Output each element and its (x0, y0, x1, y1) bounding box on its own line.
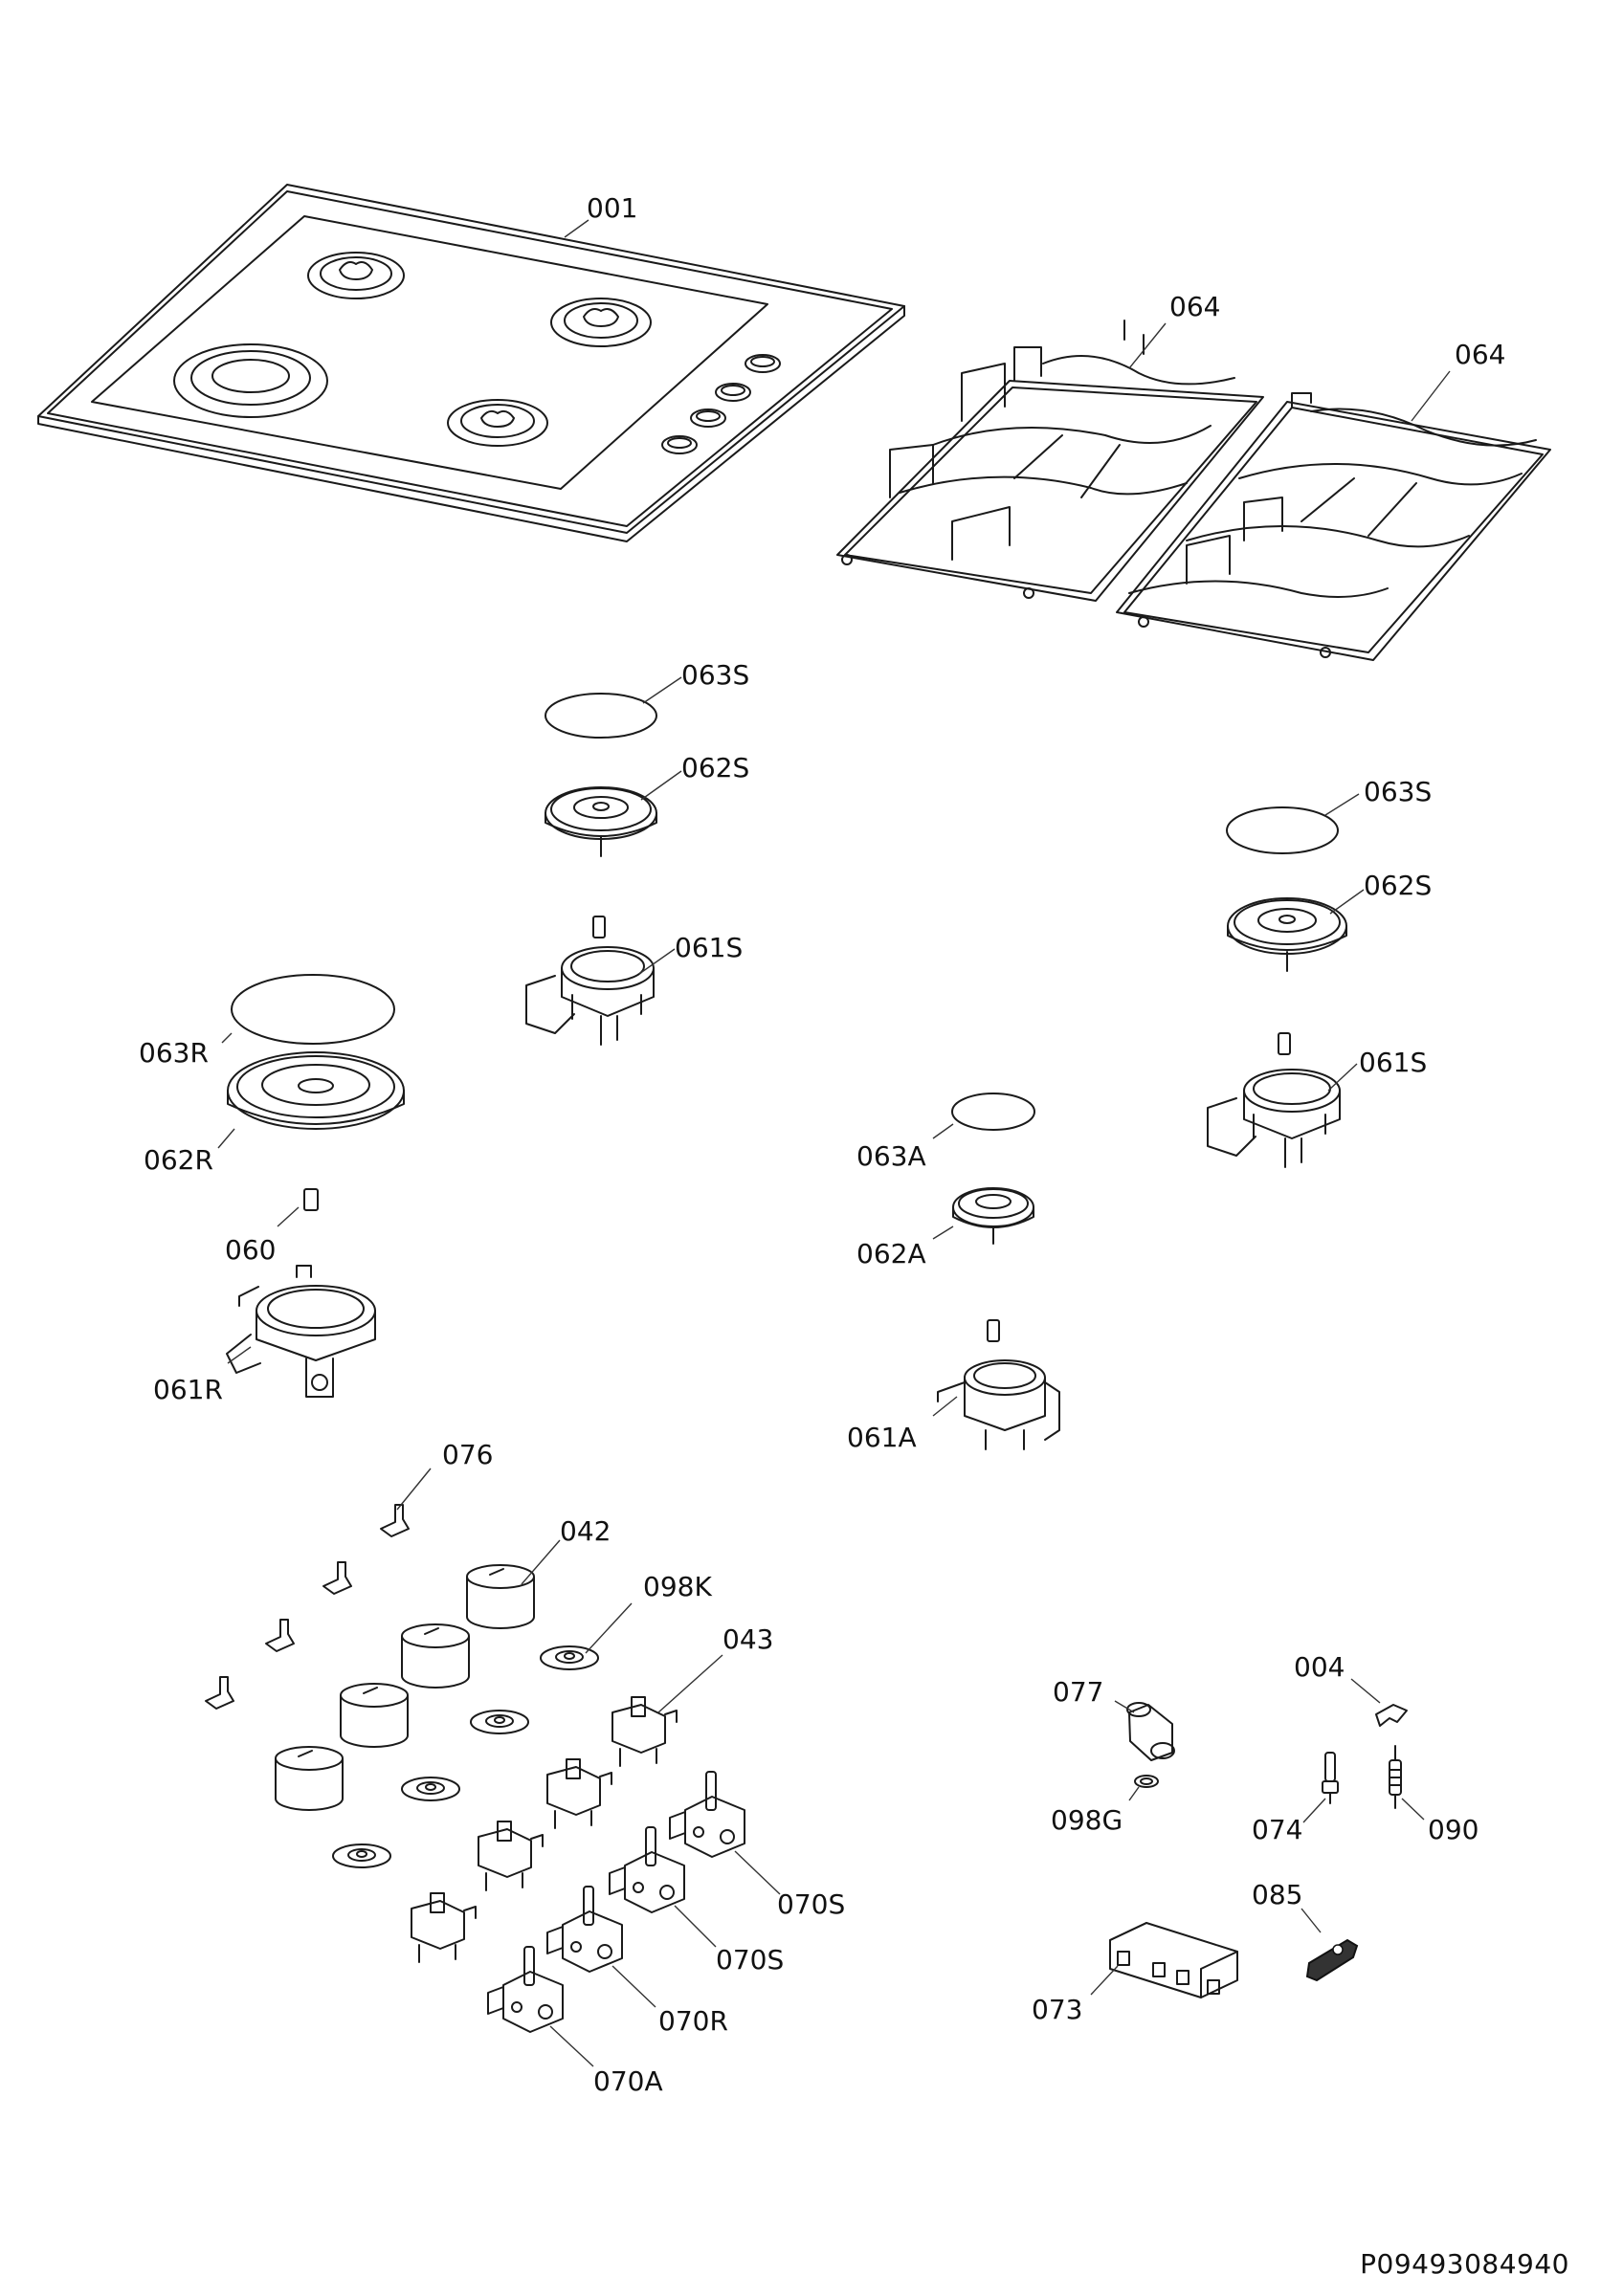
callout-070S-1: 070S (777, 1888, 845, 1920)
callout-090: 090 (1428, 1814, 1478, 1845)
callout-062S-2: 062S (1364, 870, 1432, 901)
callout-070R: 070R (658, 2005, 728, 2037)
callout-085: 085 (1252, 1879, 1302, 1910)
callout-076: 076 (442, 1439, 493, 1470)
burner-cap-063R (231, 974, 395, 1045)
burner-crown-062S-2 (1227, 897, 1347, 972)
burner-base-061R (226, 1265, 376, 1398)
burner-cap-063S-2 (1226, 806, 1339, 854)
callout-061R: 061R (153, 1374, 223, 1405)
callout-063A: 063A (856, 1140, 926, 1172)
burner-base-061S-2 (1207, 1069, 1341, 1168)
knob-spring-076 (205, 1504, 410, 1710)
callout-073: 073 (1032, 1994, 1082, 2025)
callout-062R: 062R (144, 1144, 213, 1176)
callout-061S-1: 061S (675, 932, 743, 963)
gasket-098G (1134, 1775, 1159, 1788)
gas-inlet-elbow-077 (1126, 1702, 1175, 1761)
ignition-module-073 (1109, 1922, 1238, 1998)
burner-base-061S-1 (525, 946, 655, 1046)
injector-061A-top (987, 1319, 1000, 1342)
burner-crown-062A (952, 1187, 1034, 1245)
gas-valve-070S-2 (609, 1826, 685, 1913)
burner-base-061A (937, 1359, 1060, 1450)
pan-support-right (1116, 392, 1551, 661)
injector-060 (303, 1188, 319, 1211)
callout-063S-1: 063S (681, 659, 749, 691)
callout-098K: 098K (643, 1571, 712, 1602)
callout-064-left: 064 (1169, 291, 1220, 322)
callout-098G: 098G (1051, 1804, 1123, 1836)
gas-valve-070R (546, 1886, 623, 1973)
cable-clamp-085 (1305, 1938, 1359, 1982)
callout-063R: 063R (139, 1037, 209, 1069)
callout-077: 077 (1053, 1676, 1103, 1708)
injector-061S-2-top (1278, 1032, 1291, 1055)
gas-tap-043 (411, 1696, 678, 1963)
callout-063S-2: 063S (1364, 776, 1432, 807)
callout-061S-2: 061S (1359, 1047, 1427, 1078)
callout-062A: 062A (856, 1238, 926, 1269)
control-knob-042 (275, 1564, 535, 1811)
burner-crown-062S-1 (545, 786, 657, 857)
callout-070S-2: 070S (716, 1944, 784, 1976)
knob-seal-098K (332, 1645, 599, 1868)
callout-074: 074 (1252, 1814, 1302, 1845)
callout-043: 043 (723, 1623, 773, 1655)
callout-064-right: 064 (1455, 339, 1505, 370)
gas-valve-070S-1 (669, 1771, 745, 1858)
burner-crown-062R (227, 1051, 405, 1130)
document-number: P09493084940 (1360, 2248, 1569, 2280)
burner-cap-063A (951, 1093, 1035, 1131)
ignition-electrode-090 (1389, 1745, 1402, 1809)
callout-004: 004 (1294, 1651, 1345, 1683)
callout-001: 001 (587, 192, 637, 224)
callout-070A: 070A (593, 2065, 663, 2097)
pan-support-left (836, 320, 1264, 602)
callout-062S-1: 062S (681, 752, 749, 784)
hob-top-plate (37, 184, 905, 542)
thermocouple-074 (1322, 1752, 1339, 1804)
gas-valve-070A (487, 1946, 564, 2033)
burner-cap-063S-1 (545, 693, 657, 739)
injector-061S-1-top (592, 916, 606, 938)
callout-060: 060 (225, 1234, 276, 1266)
callout-061A: 061A (847, 1422, 917, 1453)
callout-042: 042 (560, 1515, 611, 1547)
clip-004 (1375, 1704, 1408, 1727)
